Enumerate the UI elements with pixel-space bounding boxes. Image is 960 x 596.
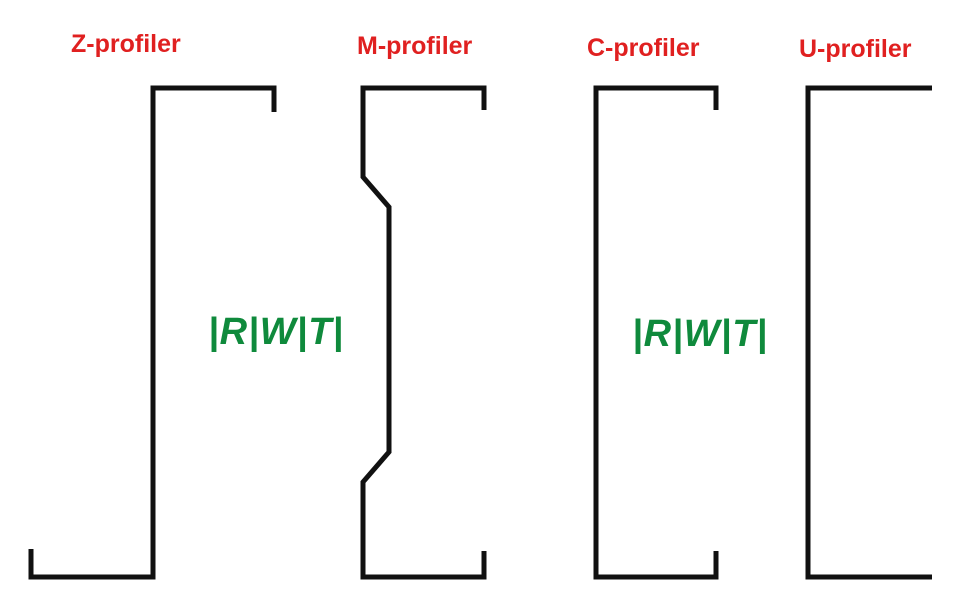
- c-profile-shape: [593, 85, 719, 580]
- m-profile-shape: [360, 85, 487, 580]
- rwt-watermark-right: |R|W|T|: [632, 313, 769, 355]
- z-profile-label: Z-profiler: [71, 30, 181, 58]
- c-profile-label: C-profiler: [587, 34, 700, 62]
- m-profile-label: M-profiler: [357, 32, 473, 60]
- z-profile-shape: [28, 85, 277, 580]
- u-profile-shape: [805, 85, 932, 580]
- u-profile-label: U-profiler: [799, 35, 912, 63]
- rwt-watermark-left: |R|W|T|: [208, 311, 345, 353]
